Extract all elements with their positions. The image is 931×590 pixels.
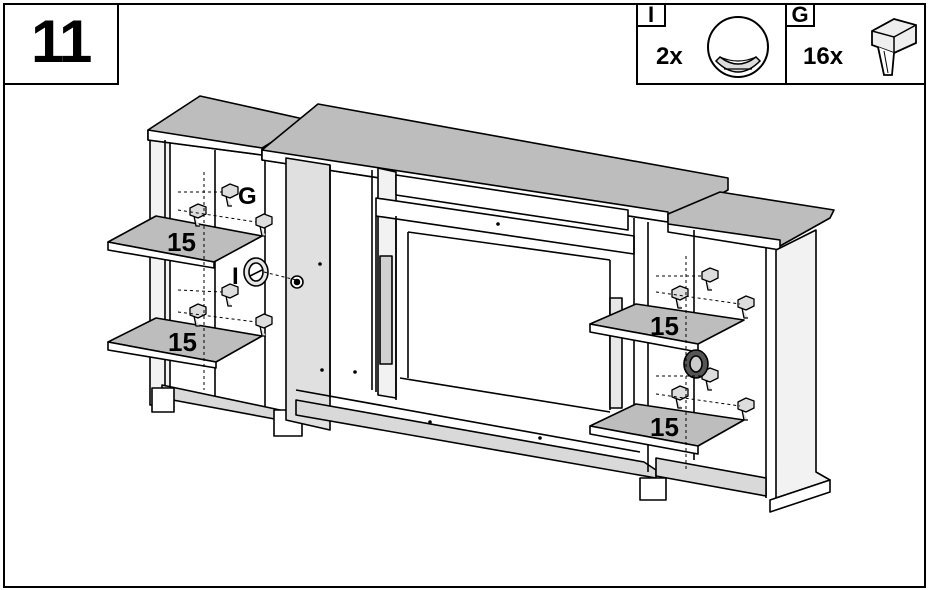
part-g-quantity: 16x	[803, 43, 844, 70]
shelf-right-bottom	[589, 403, 745, 455]
callout-part-i: I	[232, 263, 239, 290]
shelf-pins	[189, 183, 755, 421]
cam-locks	[243, 257, 709, 379]
part-i-quantity: 2x	[656, 43, 683, 70]
center-unit	[261, 103, 729, 501]
guide-lines	[177, 172, 741, 470]
shelf-label-left-bottom: 15	[168, 327, 197, 357]
parts-divider	[785, 3, 787, 83]
left-tower	[147, 95, 309, 437]
shelf-left-top	[107, 215, 263, 269]
step-number: 11	[31, 8, 92, 75]
shelf-left-bottom	[107, 317, 263, 369]
part-g-letter: G	[787, 3, 815, 27]
parts-legend: I 2x G 16x	[636, 3, 926, 85]
step-number-box: 11	[3, 3, 119, 85]
shelf-support-pin-icon	[871, 18, 917, 76]
part-i-letter: I	[638, 3, 666, 27]
instruction-frame	[3, 3, 926, 588]
shelf-label-right-top: 15	[650, 311, 679, 341]
callout-part-g: G	[238, 183, 257, 210]
shelf-label-left-top: 15	[167, 227, 196, 257]
cam-lock-icon	[707, 16, 769, 78]
shelf-label-right-bottom: 15	[650, 412, 679, 442]
